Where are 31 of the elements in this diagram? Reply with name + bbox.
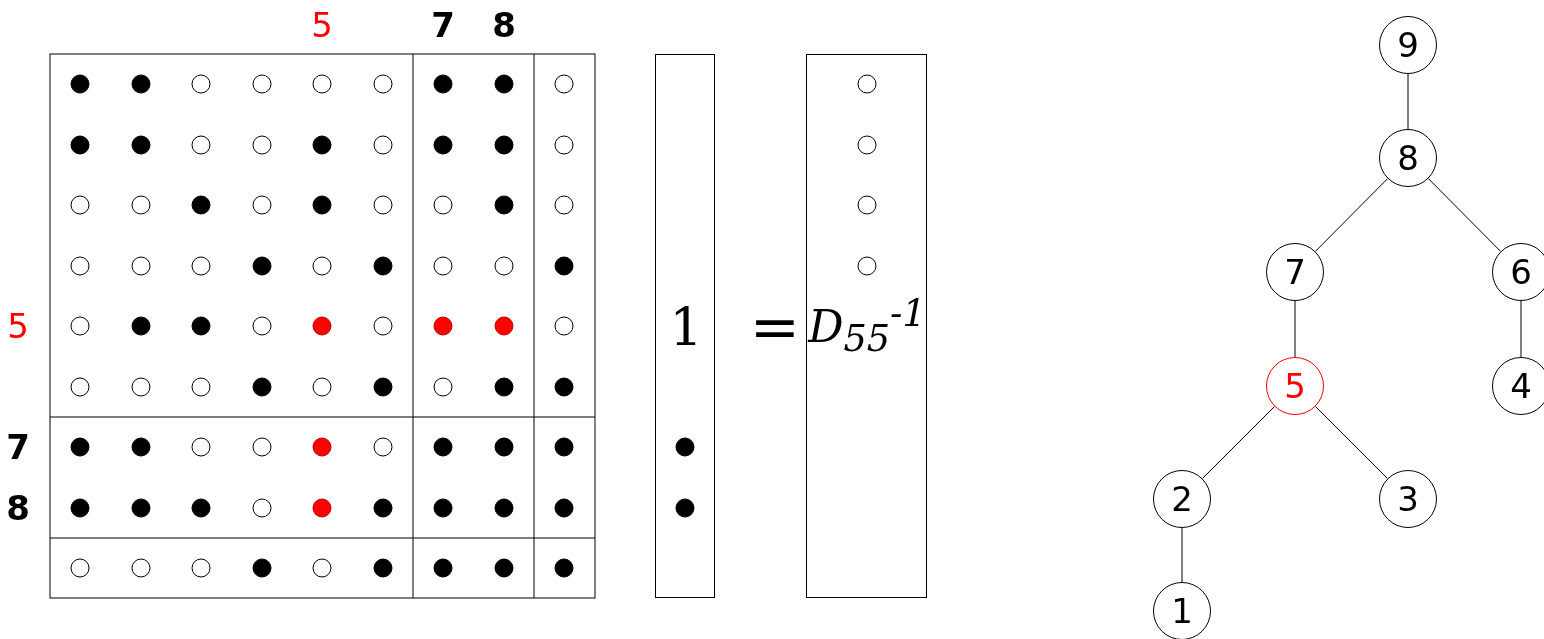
node-number: 4 <box>1510 369 1532 403</box>
tree-edge <box>1181 527 1183 583</box>
equals-sign: = <box>749 296 801 356</box>
node-number: 6 <box>1510 255 1532 289</box>
column-index: 8 <box>492 8 516 42</box>
row-index: 7 <box>6 430 30 464</box>
node-number: 9 <box>1397 28 1419 62</box>
node-number: 2 <box>1171 482 1193 516</box>
node-number: 1 <box>1171 594 1193 628</box>
tree-node <box>1379 129 1437 187</box>
vector-entry: 1 <box>669 301 703 353</box>
vector-box <box>655 54 715 598</box>
tree-edge <box>1202 406 1275 479</box>
node-number: 3 <box>1397 482 1419 516</box>
column-index: 7 <box>431 8 455 42</box>
row-index: 5 <box>7 309 29 343</box>
tree-edge <box>1315 406 1388 479</box>
node-number: 5 <box>1284 369 1306 403</box>
vector-box <box>806 54 927 598</box>
tree-edge <box>1427 178 1502 252</box>
tree-node <box>1492 357 1544 415</box>
tree-edge <box>1314 178 1389 252</box>
tree-node <box>1492 243 1544 301</box>
node-number: 8 <box>1397 141 1419 175</box>
tree-edge <box>1520 300 1522 358</box>
column-index: 5 <box>311 8 333 42</box>
tree-edge <box>1407 73 1409 130</box>
highlighted-tree-node <box>1266 357 1324 415</box>
tree-edge <box>1294 300 1296 358</box>
row-index: 8 <box>6 491 30 525</box>
node-number: 7 <box>1284 255 1306 289</box>
